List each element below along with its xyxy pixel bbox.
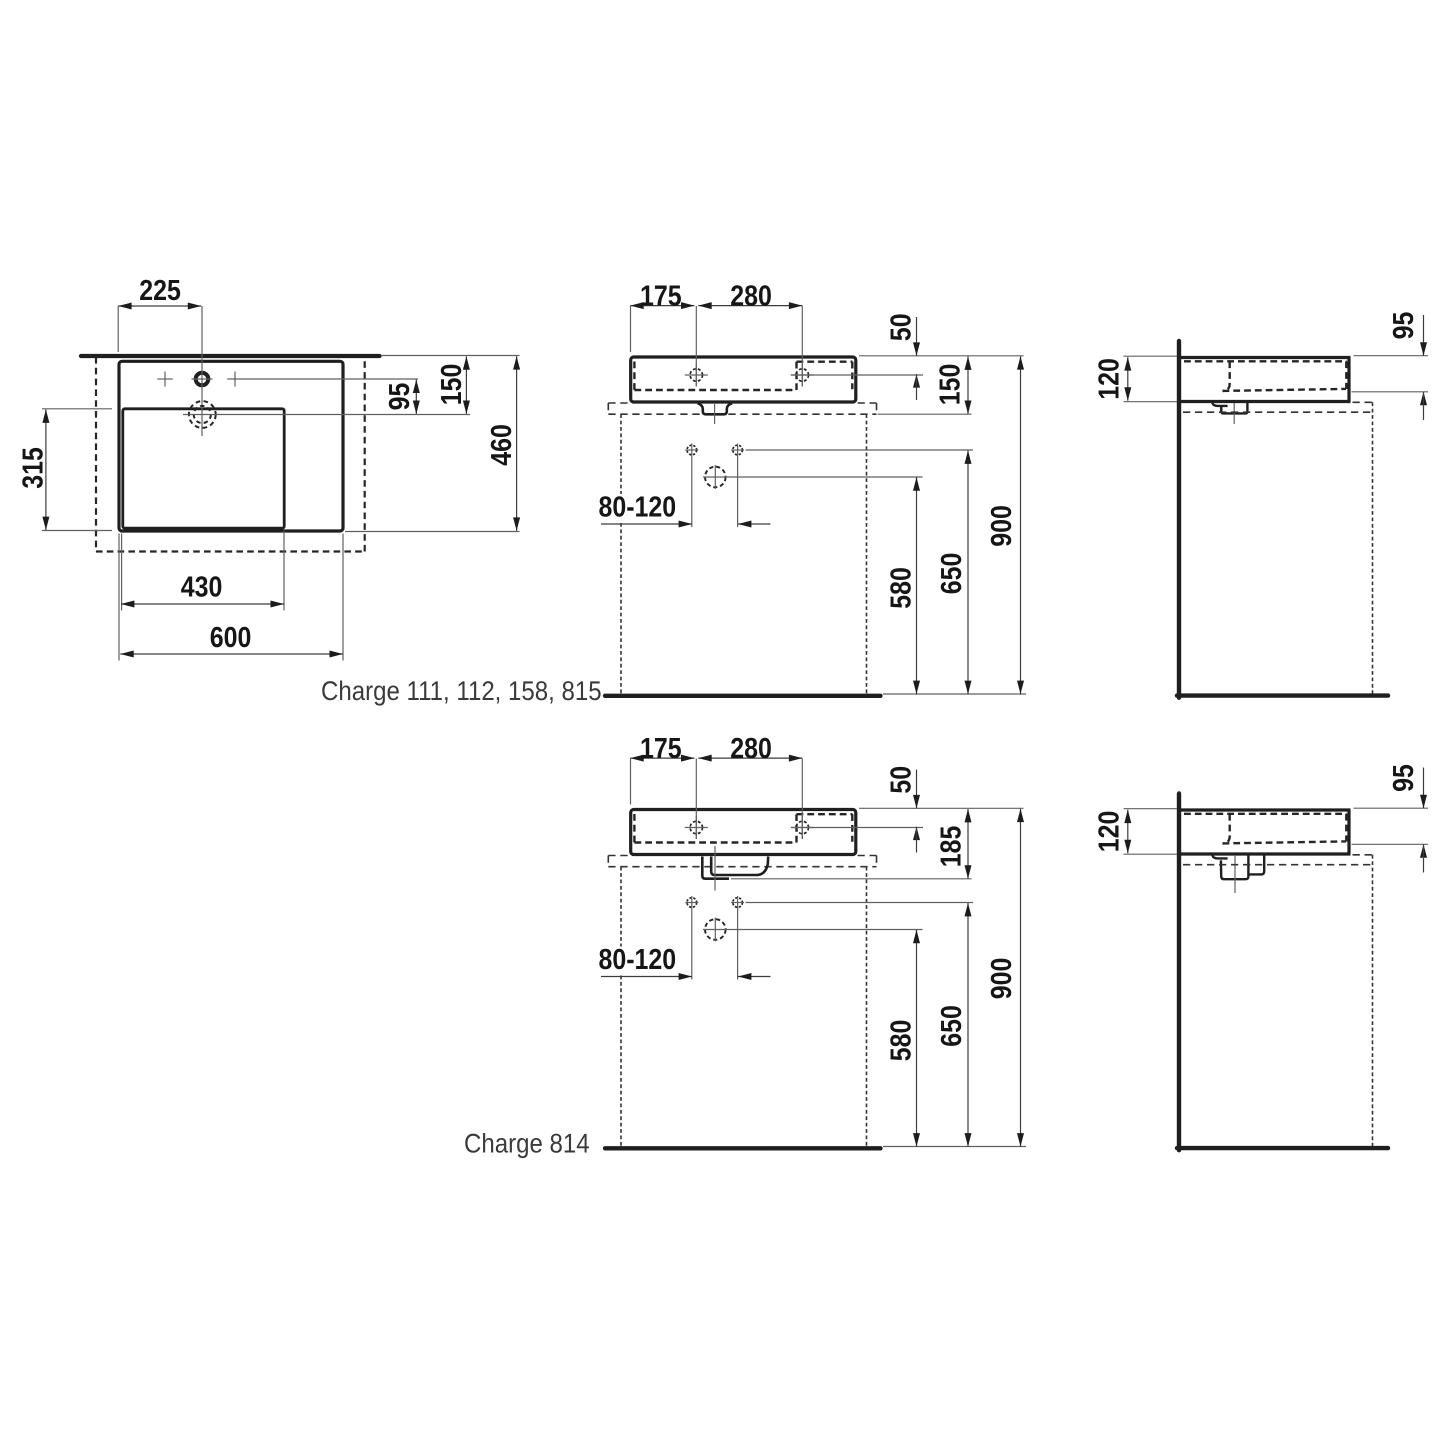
svg-text:150: 150: [436, 364, 468, 406]
svg-text:50: 50: [885, 313, 917, 341]
svg-text:315: 315: [18, 447, 50, 489]
svg-text:80-120: 80-120: [598, 944, 676, 976]
svg-text:900: 900: [986, 958, 1018, 1000]
svg-text:120: 120: [1094, 358, 1126, 400]
svg-text:Charge 814: Charge 814: [464, 1129, 590, 1159]
svg-text:650: 650: [936, 1005, 968, 1047]
svg-text:650: 650: [936, 553, 968, 595]
svg-text:175: 175: [640, 733, 682, 765]
svg-text:95: 95: [1388, 764, 1420, 792]
svg-text:80-120: 80-120: [598, 492, 676, 524]
svg-text:120: 120: [1094, 811, 1126, 853]
svg-text:580: 580: [885, 1020, 917, 1062]
svg-text:225: 225: [139, 275, 181, 307]
svg-text:95: 95: [384, 383, 416, 411]
svg-text:95: 95: [1388, 312, 1420, 340]
svg-text:150: 150: [935, 364, 967, 406]
svg-text:Charge 111, 112, 158, 815: Charge 111, 112, 158, 815: [321, 676, 602, 706]
svg-text:185: 185: [936, 826, 968, 868]
svg-text:280: 280: [730, 733, 772, 765]
svg-text:430: 430: [181, 572, 223, 604]
svg-text:460: 460: [486, 424, 518, 466]
svg-text:280: 280: [730, 281, 772, 313]
svg-text:580: 580: [885, 567, 917, 609]
svg-text:175: 175: [640, 281, 682, 313]
svg-text:600: 600: [210, 622, 252, 654]
svg-text:900: 900: [986, 505, 1018, 547]
svg-text:50: 50: [885, 766, 917, 794]
